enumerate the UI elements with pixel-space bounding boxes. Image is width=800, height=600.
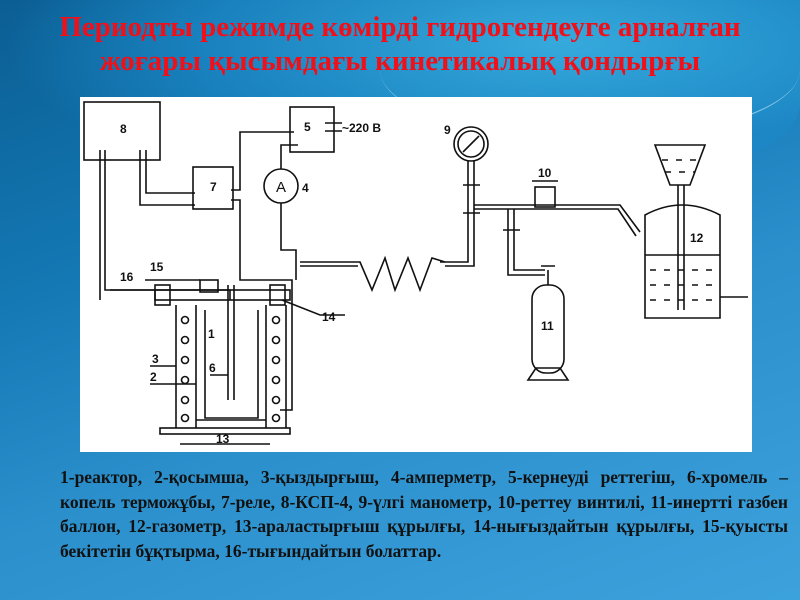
label-3: 3 [152, 352, 159, 366]
title-line-2: жоғары қысымдағы кинетикалық қондырғы [99, 45, 701, 77]
label-11: 11 [541, 319, 554, 333]
label-7: 7 [210, 180, 217, 194]
voltage-label: ~220 В [342, 121, 381, 135]
reactor [175, 305, 287, 428]
legend-text: 1-реактор, 2-қосымша, 3-қыздырғыш, 4-амп… [60, 467, 788, 561]
slide-title: Периодты режимде көмірді гидрогендеуге а… [0, 10, 800, 78]
gasometer [644, 204, 721, 319]
heat-exchanger-coil [300, 255, 446, 293]
label-5: 5 [304, 120, 311, 134]
label-4: 4 [302, 181, 309, 195]
pressure-gauge [453, 126, 489, 162]
label-9: 9 [444, 123, 451, 137]
label-1: 1 [208, 327, 215, 341]
label-10: 10 [538, 166, 552, 180]
label-2: 2 [150, 370, 157, 384]
apparatus-diagram: 8 5 ~220 В 7 A 4 9 10 11 12 1 2 3 6 13 1… [80, 97, 752, 452]
ammeter-symbol: A [276, 179, 286, 196]
label-8: 8 [120, 122, 127, 136]
label-12: 12 [690, 231, 704, 245]
ksp4-box [83, 101, 161, 161]
title-line-1: Периодты режимде көмірді гидрогендеуге а… [59, 11, 741, 43]
label-14: 14 [322, 310, 336, 324]
label-6: 6 [209, 361, 216, 375]
label-15: 15 [150, 260, 164, 274]
regulating-valve [534, 186, 556, 208]
relay-box [192, 166, 234, 210]
voltage-regulator-box [289, 106, 335, 153]
label-16: 16 [120, 270, 134, 284]
label-13: 13 [216, 432, 230, 446]
